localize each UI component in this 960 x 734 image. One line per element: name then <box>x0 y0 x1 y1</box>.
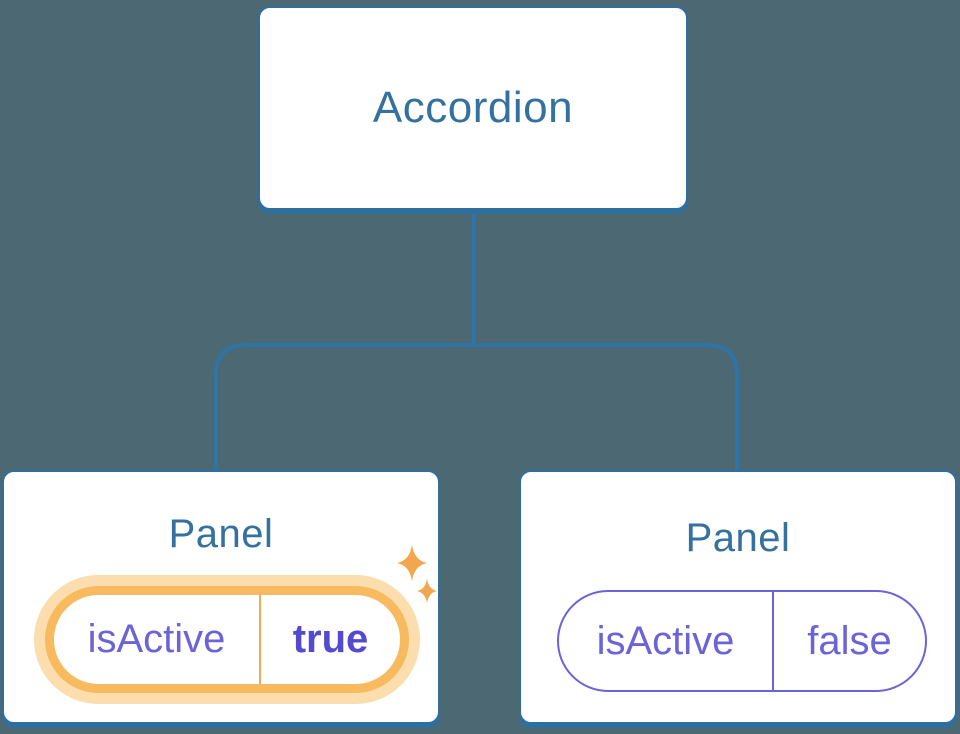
prop-value-label: false <box>807 618 892 663</box>
prop-pill-divider <box>259 595 261 684</box>
prop-pill-active: isActive true <box>45 586 409 693</box>
prop-pill-divider <box>772 592 774 690</box>
prop-pill-inactive: isActive false <box>557 590 927 692</box>
panel-node-active: Panel isActive true <box>2 470 440 724</box>
accordion-node-label: Accordion <box>372 83 574 132</box>
panel-node-label: Panel <box>168 512 274 556</box>
prop-name-label: isActive <box>596 618 735 663</box>
panel-node-inactive: Panel isActive false <box>519 470 957 724</box>
prop-name-label: isActive <box>87 617 226 661</box>
accordion-node: Accordion <box>258 6 688 210</box>
panel-node-label: Panel <box>685 516 791 560</box>
prop-value-label: true <box>292 617 369 661</box>
